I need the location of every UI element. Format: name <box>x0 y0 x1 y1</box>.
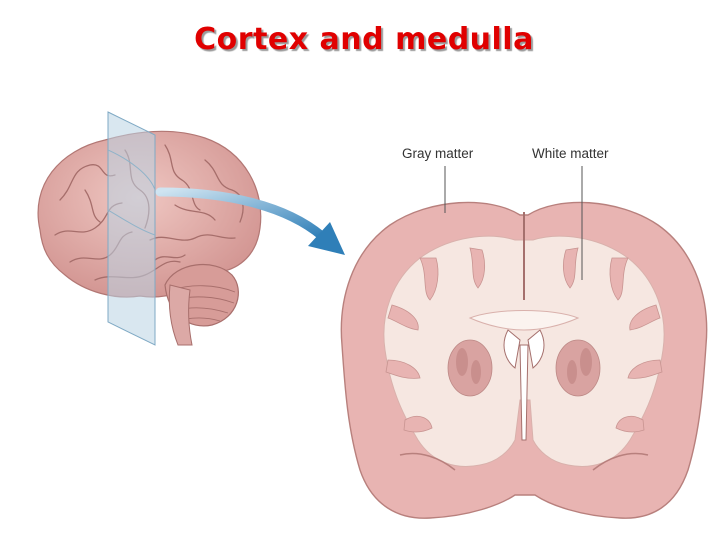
corpus-callosum <box>468 310 580 331</box>
coronal-section <box>340 201 708 519</box>
third-ventricle <box>519 344 529 441</box>
slide-title: Cortex and medulla <box>194 22 534 57</box>
section-plane <box>107 111 156 346</box>
whole-brain-illustration <box>37 111 262 346</box>
left-basal-ganglia <box>447 339 493 397</box>
white-matter-label: White matter <box>532 146 609 161</box>
lateral-ventricles <box>503 329 545 369</box>
brain-stem <box>168 284 193 346</box>
gray-matter-label: Gray matter <box>402 146 474 161</box>
arrow-icon <box>155 187 345 255</box>
right-basal-ganglia <box>555 339 601 397</box>
